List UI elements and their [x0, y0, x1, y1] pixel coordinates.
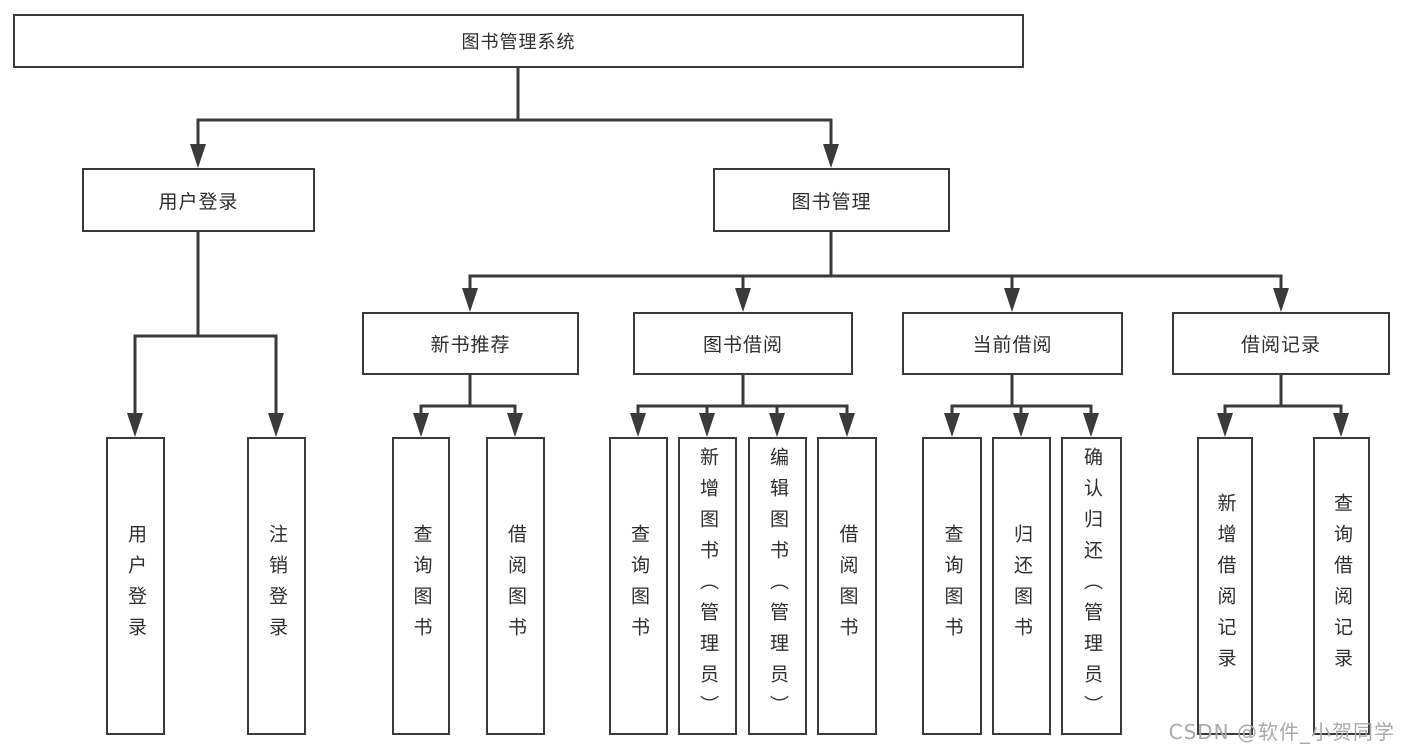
arrowheads [127, 144, 1349, 437]
leaf-logout: 注销登录 [247, 437, 306, 735]
leaf-query-books-borrow: 查询图书 [609, 437, 668, 735]
node-book-management: 图书管理 [713, 168, 950, 232]
node-label: 图书管理系统 [461, 32, 576, 53]
watermark: CSDN @软件_小贺同学 [1168, 720, 1395, 744]
leaf-query-books-recommend: 查询图书 [392, 437, 450, 735]
leaf-add-books-admin: 新增图书（管理员） [678, 437, 737, 735]
leaf-label: 确认归还（管理员） [1081, 446, 1103, 726]
leaf-borrow-books-recommend: 借阅图书 [486, 437, 545, 735]
node-label: 图书借阅 [702, 334, 783, 356]
leaf-label: 用户登录 [125, 524, 147, 648]
leaf-query-books-current: 查询图书 [922, 437, 982, 735]
leaf-label: 新增图书（管理员） [697, 446, 719, 726]
node-new-book-recommend: 新书推荐 [362, 312, 579, 375]
node-book-borrow: 图书借阅 [633, 312, 853, 375]
node-borrow-records: 借阅记录 [1172, 312, 1390, 375]
node-library-system: 图书管理系统 [13, 14, 1024, 68]
leaf-label: 查询借阅记录 [1331, 493, 1353, 679]
leaf-label: 查询图书 [941, 524, 964, 648]
node-label: 新书推荐 [430, 334, 511, 356]
leaf-add-borrow-record: 新增借阅记录 [1197, 437, 1253, 735]
node-label: 当前借阅 [972, 334, 1053, 356]
leaf-query-borrow-record: 查询借阅记录 [1313, 437, 1370, 735]
leaf-user-login: 用户登录 [106, 437, 165, 735]
leaf-label: 归还图书 [1011, 524, 1033, 648]
node-label: 图书管理 [791, 190, 872, 213]
node-current-borrow: 当前借阅 [902, 312, 1123, 375]
leaf-label: 新增借阅记录 [1214, 493, 1237, 679]
leaf-borrow-books: 借阅图书 [817, 437, 877, 735]
leaf-confirm-return-admin: 确认归还（管理员） [1061, 437, 1122, 735]
node-label: 用户登录 [158, 190, 239, 213]
leaf-return-books: 归还图书 [992, 437, 1051, 735]
leaf-label: 借阅图书 [505, 524, 527, 648]
node-user-login: 用户登录 [82, 168, 315, 232]
node-label: 借阅记录 [1240, 334, 1321, 356]
leaf-label: 借阅图书 [836, 524, 859, 648]
leaf-label: 注销登录 [266, 524, 288, 648]
leaf-label: 编辑图书（管理员） [767, 446, 789, 726]
leaf-label: 查询图书 [628, 524, 650, 648]
leaf-edit-books-admin: 编辑图书（管理员） [748, 437, 807, 735]
leaf-label: 查询图书 [410, 524, 433, 648]
